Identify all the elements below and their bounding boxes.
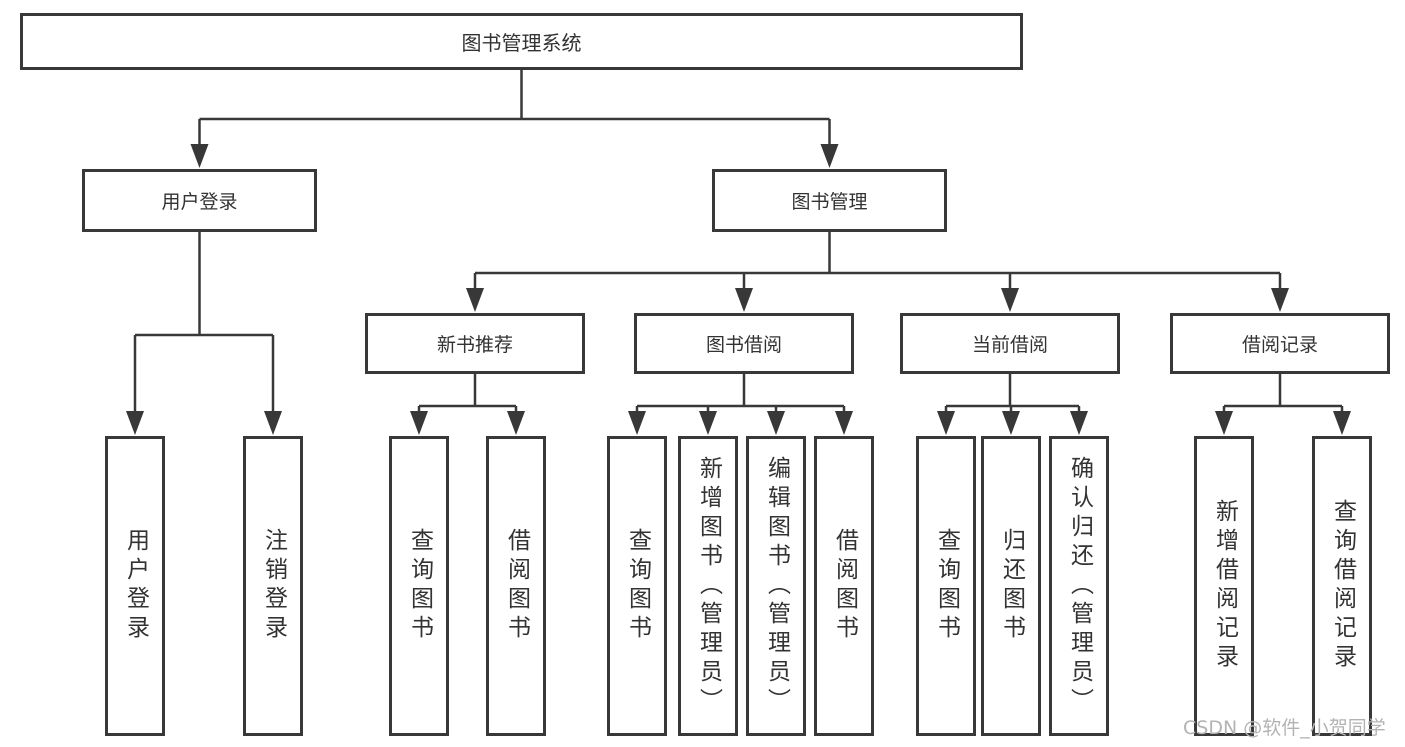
leaf-confirm-return-admin: 确认归还（管理员）	[1049, 436, 1109, 736]
arrowheads	[126, 144, 1351, 435]
leaf-borrow-books-1: 借阅图书	[486, 436, 546, 736]
node-new-book-recommend: 新书推荐	[365, 313, 585, 374]
node-library-management-system: 图书管理系统	[20, 13, 1023, 70]
leaf-logout-label: 注销登录	[260, 528, 287, 644]
leaf-user-login-label: 用户登录	[122, 528, 149, 644]
leaf-return-books-label: 归还图书	[998, 528, 1025, 644]
leaf-query-books-3-label: 查询图书	[933, 528, 960, 644]
node-library-management-system-label: 图书管理系统	[461, 31, 582, 55]
node-current-borrow-label: 当前借阅	[971, 334, 1048, 356]
node-new-book-recommend-label: 新书推荐	[436, 334, 513, 356]
node-user-login: 用户登录	[82, 169, 317, 232]
node-user-login-label: 用户登录	[161, 191, 238, 213]
leaf-query-books-2: 查询图书	[607, 436, 667, 736]
leaf-query-borrow-record: 查询借阅记录	[1312, 436, 1372, 736]
leaf-add-books-admin: 新增图书（管理员）	[678, 436, 738, 736]
leaf-borrow-books-2-label: 借阅图书	[831, 528, 858, 644]
leaf-query-borrow-record-label: 查询借阅记录	[1329, 499, 1356, 673]
node-book-management: 图书管理	[712, 169, 947, 232]
node-book-borrow-label: 图书借阅	[705, 334, 782, 356]
leaf-query-books-1-label: 查询图书	[406, 528, 433, 644]
node-book-management-label: 图书管理	[791, 191, 868, 213]
leaf-query-books-3: 查询图书	[916, 436, 976, 736]
leaf-user-login: 用户登录	[105, 436, 165, 736]
leaf-borrow-books-2: 借阅图书	[814, 436, 874, 736]
leaf-borrow-books-1-label: 借阅图书	[503, 528, 530, 644]
node-borrow-records-label: 借阅记录	[1241, 334, 1318, 356]
leaf-confirm-return-admin-label: 确认归还（管理员）	[1066, 455, 1093, 717]
node-borrow-records: 借阅记录	[1170, 313, 1390, 374]
node-book-borrow: 图书借阅	[634, 313, 854, 374]
leaf-return-books: 归还图书	[981, 436, 1041, 736]
leaf-query-books-2-label: 查询图书	[624, 528, 651, 644]
csdn-watermark: CSDN @软件_小贺同学	[1183, 717, 1386, 739]
leaf-add-borrow-record: 新增借阅记录	[1194, 436, 1254, 736]
leaf-edit-books-admin: 编辑图书（管理员）	[746, 436, 806, 736]
leaf-add-books-admin-label: 新增图书（管理员）	[695, 455, 722, 717]
node-current-borrow: 当前借阅	[900, 313, 1120, 374]
leaf-add-borrow-record-label: 新增借阅记录	[1211, 499, 1238, 673]
leaf-logout: 注销登录	[243, 436, 303, 736]
leaf-edit-books-admin-label: 编辑图书（管理员）	[763, 455, 790, 717]
leaf-query-books-1: 查询图书	[389, 436, 449, 736]
